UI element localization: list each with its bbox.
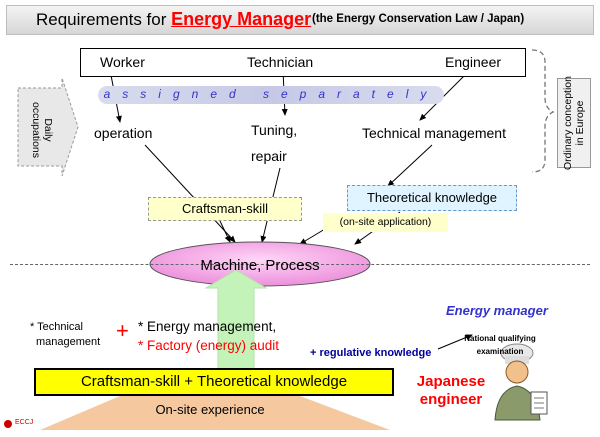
onsite-experience-label: On-site experience <box>155 402 265 417</box>
assigned-text: assigned separately <box>103 87 439 101</box>
national-exam-label: National qualifying examination <box>464 334 536 356</box>
daily-arrow-shape <box>17 77 79 177</box>
occupation-tuning: Tuning, <box>251 122 298 138</box>
assigned-band <box>98 86 444 104</box>
arrow-engineer-management <box>419 69 471 121</box>
roles-box <box>80 48 526 77</box>
role-engineer: Engineer <box>445 54 502 70</box>
occupation-operation: operation <box>94 125 153 141</box>
eccj-logo-icon <box>4 420 12 428</box>
title-subtitle: (the Energy Conservation Law / Japan) <box>312 13 525 25</box>
onsite-application-label: (on-site application) <box>323 213 448 232</box>
japanese-engineer-label: Japanese engineer <box>416 373 486 408</box>
title-bar <box>6 5 594 35</box>
arrow-operation-machine <box>144 144 236 243</box>
plus-sign: + <box>116 318 129 343</box>
separator-line <box>10 264 590 265</box>
role-technician: Technician <box>247 54 314 70</box>
occupation-repair: repair <box>251 148 287 164</box>
page-title: Requirements for Energy Manager <box>36 9 311 30</box>
title-prefix: Requirements for <box>36 10 167 29</box>
onsite-triangle <box>40 396 390 430</box>
em-item-1: * Energy management, <box>138 319 277 334</box>
arrow-regulative <box>437 334 473 350</box>
technical-management-note: * Technical management <box>30 321 101 348</box>
craftsman-skill-box: Craftsman-skill <box>148 197 302 221</box>
europe-label-box <box>557 78 591 168</box>
arrow-management-theory <box>387 144 433 187</box>
role-worker: Worker <box>100 54 145 70</box>
title-highlight: Energy Manager <box>171 9 312 29</box>
daily-occupations-label: Daily occupations <box>30 101 54 159</box>
europe-bracket <box>531 49 555 173</box>
energy-management-list: * Energy management, * Factory (energy) … <box>138 317 279 355</box>
craft-theory-bar <box>34 368 394 396</box>
theoretical-knowledge-box: Theoretical knowledge <box>347 185 517 211</box>
occupation-technical-management: Technical management <box>362 125 506 141</box>
regulative-knowledge: + regulative knowledge <box>310 347 432 359</box>
engineer-figure <box>494 343 548 421</box>
arrow-craft-machine <box>219 220 231 243</box>
europe-label: Ordinary conception in Europe <box>562 76 586 170</box>
em-item-2: * Factory (energy) audit <box>138 338 280 353</box>
energy-manager-label: Energy manager <box>446 303 548 318</box>
machine-process-label: Machine, Process <box>200 257 320 274</box>
eccj-logo-text: ECCJ <box>15 419 34 426</box>
craft-theory-text: Craftsman-skill + Theoretical knowledge <box>80 373 348 390</box>
